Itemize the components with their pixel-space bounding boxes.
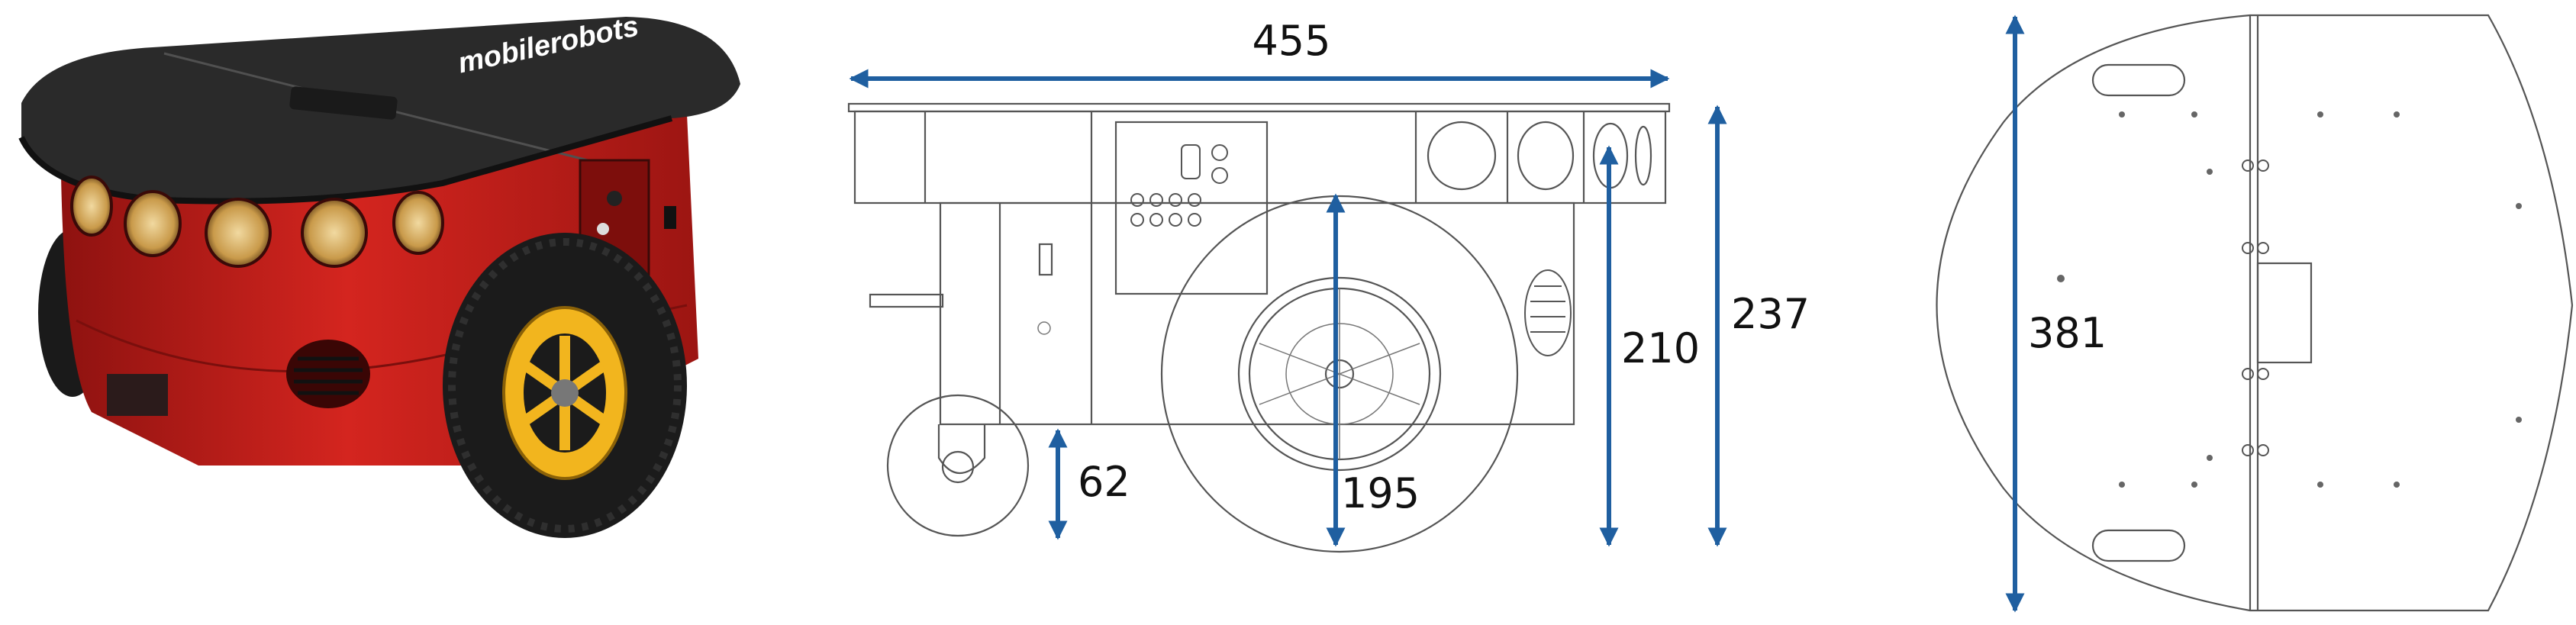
side-drive-wheel (1160, 195, 1519, 553)
side-top-plate (847, 102, 1671, 113)
dim-label-62: 62 (1078, 458, 1130, 506)
top-handle-lower (2091, 529, 2186, 562)
side-speaker-icon (1524, 269, 1572, 356)
side-rear-rod (869, 293, 944, 308)
robot-photo: mobilerobots (18, 10, 740, 538)
top-plate-edge (18, 115, 673, 205)
tire-tread (448, 238, 682, 533)
dim-label-237: 237 (1731, 290, 1810, 338)
side-sonar-icon (1427, 121, 1497, 191)
dim-overall-width: 381 (2005, 14, 2107, 613)
dim-label-195: 195 (1341, 469, 1420, 517)
dim-label-455: 455 (1252, 17, 1330, 65)
dim-label-210: 210 (1621, 324, 1700, 372)
panel-knob (607, 191, 622, 206)
top-handle-upper (2091, 63, 2186, 97)
side-sonar-icon (1634, 125, 1652, 186)
robot-body-band (76, 304, 688, 373)
dim-deck-height: 237 (1707, 105, 1810, 547)
panel-buttons (1130, 144, 1228, 227)
top-hinge-block (2256, 262, 2313, 364)
speaker-grill-icon (286, 340, 370, 408)
side-sonar-icon (1517, 121, 1575, 191)
side-caster (886, 394, 1030, 537)
dim-overall-length: 455 (849, 17, 1670, 89)
hub-center (551, 379, 579, 407)
top-mount-holes (2057, 111, 2522, 488)
sonar-ring (70, 176, 444, 268)
sonar-sensor (392, 191, 444, 255)
sonar-sensor (301, 198, 368, 268)
side-switch (1038, 243, 1053, 276)
sonar-sensor (70, 176, 113, 237)
front-port (107, 374, 168, 416)
top-plate-handle (289, 86, 398, 120)
side-view-drawing (847, 102, 1671, 553)
sonar-sensor (124, 190, 182, 257)
sonar-sensor (205, 198, 272, 268)
top-hinge-holes (2242, 159, 2269, 456)
dim-wheel-diameter: 195 (1326, 193, 1420, 547)
side-lower-body (939, 201, 1575, 426)
dim-top-height: 210 (1599, 145, 1700, 547)
dim-label-381: 381 (2028, 309, 2107, 357)
front-right-wheel (443, 233, 687, 538)
panel-switch (664, 206, 676, 229)
dim-caster-height: 62 (1048, 428, 1130, 540)
side-control-panel (1114, 121, 1269, 295)
panel-knob (597, 223, 609, 235)
